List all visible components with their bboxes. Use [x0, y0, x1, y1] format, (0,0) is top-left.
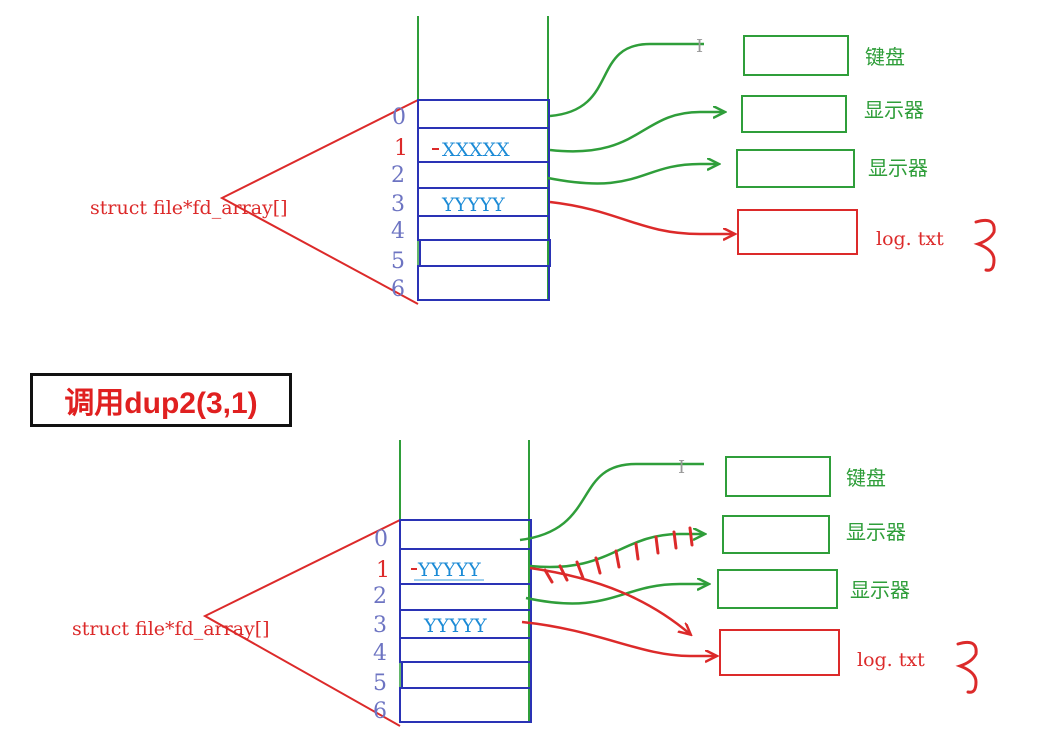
fd-index-1: 1	[394, 136, 408, 161]
arrow-fd3-logfile-2	[521, 620, 716, 656]
fd-index-0: 0	[392, 105, 406, 130]
caption-text: 调用dup2(3,1)	[64, 387, 258, 420]
arrow-fd1-display	[549, 112, 724, 153]
panel-after: struct file*fd_array[] 0 1 2 3 4 5 6 YYY…	[72, 440, 978, 727]
fd-array-slots	[417, 99, 551, 301]
cursor-i-icon: I	[696, 36, 703, 57]
fd-slot-5	[401, 661, 532, 689]
fd-indices-2: 0 1 2 3 4 5 6	[373, 527, 390, 724]
fd-index-4: 4	[373, 641, 387, 666]
brace-mark-2	[955, 640, 978, 694]
fd-slot-4	[399, 637, 532, 663]
file-box-display-1	[741, 95, 847, 133]
file-label-keyboard: 键盘	[865, 46, 905, 69]
cursor-i-icon-2: I	[678, 457, 685, 478]
brace-mark	[973, 218, 996, 272]
arrow-fd3-logfile	[549, 200, 734, 234]
fd-index-2: 2	[391, 163, 405, 188]
fd-slot-6	[417, 265, 550, 301]
slot1-value-2: YYYYY	[417, 559, 481, 581]
fd-index-6: 6	[391, 277, 405, 302]
file-box-keyboard	[743, 35, 849, 76]
array-pointer-triangle	[219, 99, 419, 305]
file-label-display-2: 显示器	[868, 158, 928, 180]
fd-index-1: 1	[376, 558, 390, 583]
fd-slot-2	[399, 583, 532, 611]
file-label-logfile-2: log. txt	[857, 649, 925, 671]
arrow-fd2-display-2	[525, 584, 708, 605]
file-label-display-1-2: 显示器	[846, 522, 906, 544]
fd-index-3: 3	[373, 613, 387, 638]
file-label-display-2-2: 显示器	[850, 580, 910, 602]
file-box-logfile-2	[719, 629, 840, 676]
file-label-display-1: 显示器	[864, 100, 924, 122]
fd-index-6: 6	[373, 699, 387, 724]
fd-slot-4	[417, 215, 550, 241]
file-label-logfile: log. txt	[876, 228, 944, 250]
slot3-value: YYYYY	[441, 194, 505, 216]
file-box-display-2	[736, 149, 855, 188]
fd-index-4: 4	[391, 219, 405, 244]
arrow-fd0-keyboard	[549, 42, 704, 118]
fd-index-2: 2	[373, 584, 387, 609]
file-box-keyboard-2	[725, 456, 831, 497]
fd-slot-6	[399, 687, 532, 723]
arrow-fd1-logfile-new	[529, 566, 690, 634]
fd-slot-0	[399, 519, 532, 550]
fd-indices: 0 1 2 3 4 5 6	[391, 105, 408, 302]
array-pointer-triangle-2	[202, 519, 401, 727]
fd-slot-0	[417, 99, 550, 129]
fd-index-3: 3	[391, 192, 405, 217]
panel-before: struct file*fd_array[] 0 1 2 3 4 5 6 XXX…	[90, 16, 996, 305]
fd-slot-2	[417, 161, 550, 189]
fd-slot-5	[419, 239, 551, 267]
arrow-fd2-display	[547, 164, 718, 185]
fd-index-5: 5	[373, 671, 387, 696]
fd-index-0: 0	[374, 527, 388, 552]
file-box-display-1-2	[722, 515, 830, 554]
file-box-logfile	[737, 209, 858, 255]
slot1-value: XXXXX	[442, 139, 510, 161]
slot3-value-2: YYYYY	[423, 615, 487, 637]
caption-box: 调用dup2(3,1)	[30, 373, 292, 427]
file-label-keyboard-2: 键盘	[846, 467, 886, 490]
file-box-display-2-2	[717, 569, 838, 609]
arrow-fd0-keyboard-2	[519, 462, 704, 542]
array-label-2: struct file*fd_array[]	[72, 618, 270, 640]
fd-index-5: 5	[391, 249, 405, 274]
array-label: struct file*fd_array[]	[90, 197, 288, 219]
